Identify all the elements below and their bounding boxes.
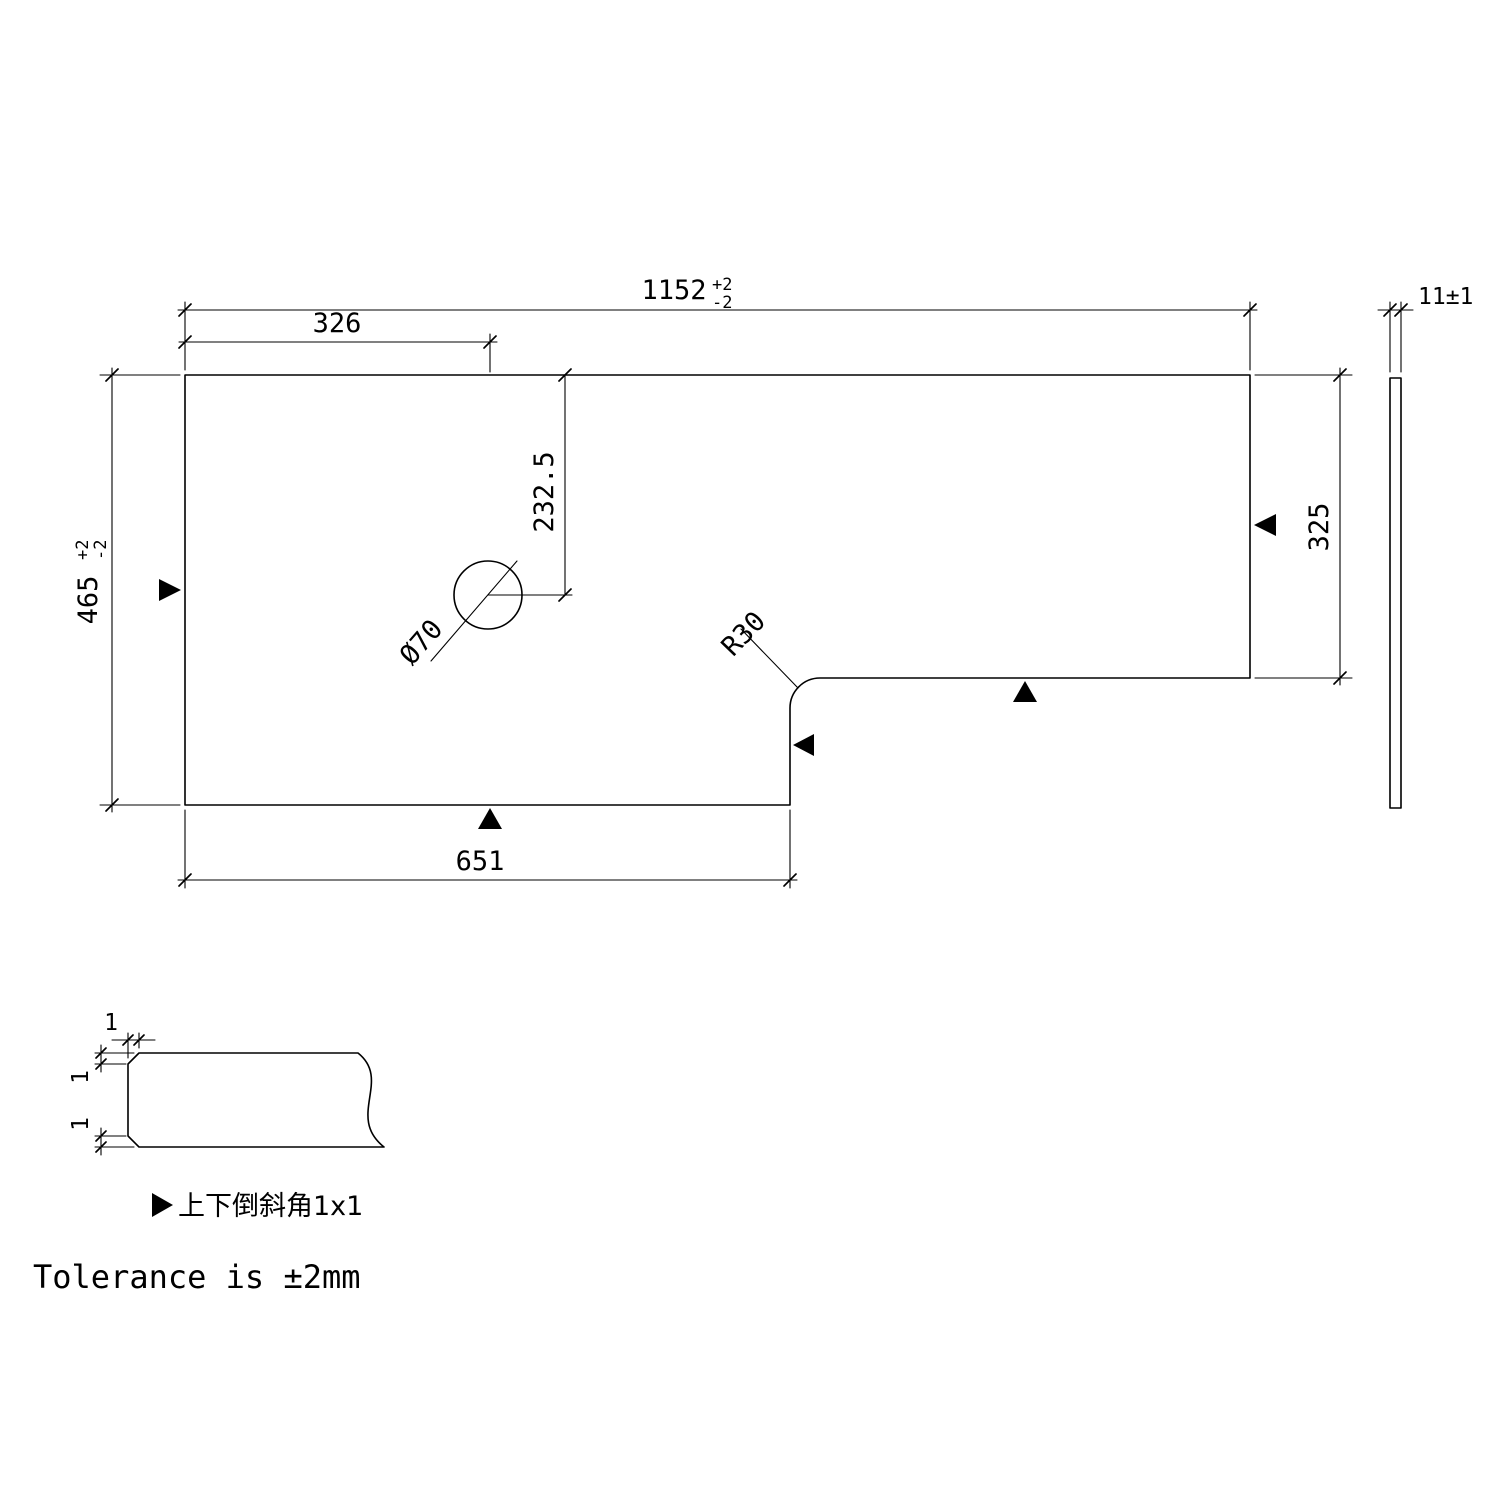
dim-tick <box>178 335 192 349</box>
dim-tick <box>1333 368 1347 382</box>
dim-hole-diameter: Ø70 <box>394 614 449 671</box>
dim-tick <box>1243 303 1257 317</box>
dim-right-depth: 325 <box>1304 503 1335 552</box>
dim-tick <box>95 1141 107 1153</box>
part-outline <box>184 374 1251 806</box>
dim-overall-width-tol-minus: -2 <box>712 293 732 313</box>
dim-tick <box>1383 303 1397 317</box>
dim-overall-width-label: 1152 +2 -2 <box>641 275 732 313</box>
dim-overall-width: 1152 <box>641 275 706 306</box>
tolerance-note: Tolerance is ±2mm <box>33 1258 361 1296</box>
dim-tick <box>1394 303 1408 317</box>
dim-tick <box>95 1058 107 1070</box>
hole-diameter-line <box>430 560 518 662</box>
dim-hole-from-top: 232.5 <box>529 451 560 532</box>
dim-overall-depth-tol-minus: -2 <box>91 540 111 560</box>
dim-tick <box>178 873 192 887</box>
side-view-outline <box>1389 377 1402 809</box>
dim-tick <box>783 873 797 887</box>
dim-overall-depth: 465 <box>73 576 104 625</box>
dim-tick <box>558 368 572 382</box>
note-triangle-icon <box>152 1193 173 1217</box>
dim-tick <box>95 1047 107 1059</box>
dim-chamfer-bottom: 1 <box>68 1117 94 1131</box>
edge-mark-bottom-icon <box>478 808 502 829</box>
chamfer-note: 上下倒斜角1x1 <box>178 1191 363 1222</box>
dim-hole-from-left: 326 <box>313 308 362 339</box>
dim-tick <box>95 1130 107 1142</box>
dim-tick <box>1333 671 1347 685</box>
dim-thickness: 11±1 <box>1418 284 1473 310</box>
detail-section-outline <box>127 1052 385 1148</box>
edge-mark-right-icon <box>1254 514 1276 536</box>
dim-overall-depth-tol-plus: +2 <box>73 540 93 560</box>
dim-overall-depth-label: 465 +2 -2 <box>73 540 111 625</box>
edge-mark-step-icon <box>1013 681 1037 702</box>
edge-mark-notch-icon <box>793 734 814 756</box>
dim-tick <box>105 798 119 812</box>
dim-tick <box>133 1034 145 1046</box>
fillet-leader-line <box>740 628 799 689</box>
dim-tick <box>105 368 119 382</box>
dim-tick <box>558 588 572 602</box>
edge-mark-left-icon <box>159 579 181 601</box>
dim-tick <box>483 335 497 349</box>
dim-bottom-width: 651 <box>456 846 505 877</box>
dim-chamfer-width: 1 <box>104 1010 118 1036</box>
dim-chamfer-top: 1 <box>68 1070 94 1084</box>
dim-overall-width-tol-plus: +2 <box>712 275 732 295</box>
dim-corner-radius: R30 <box>716 606 772 663</box>
dim-tick <box>122 1034 134 1046</box>
dim-tick <box>178 303 192 317</box>
